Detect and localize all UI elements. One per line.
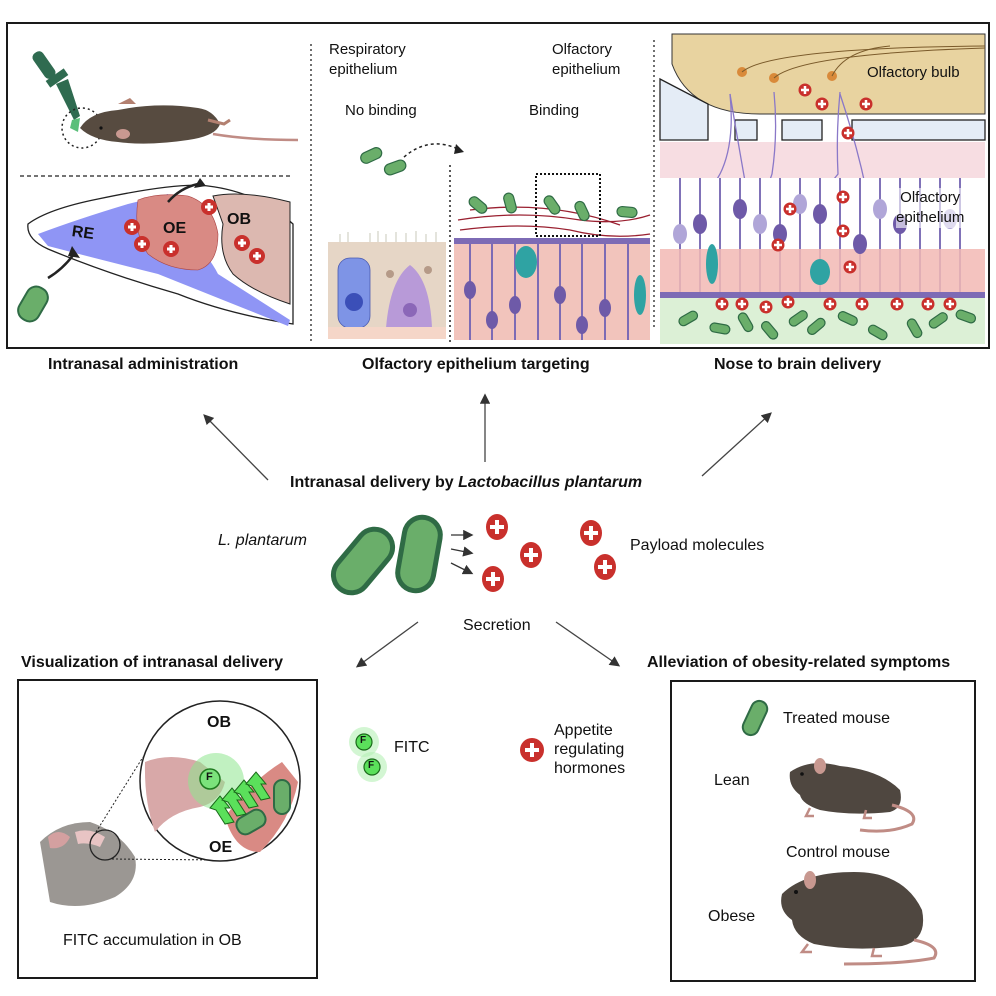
visualization-title: Visualization of intranasal delivery (21, 654, 284, 671)
lying-mouse-icon (80, 98, 299, 144)
bacterium-icon (17, 285, 49, 323)
caption-nose-to-brain-delivery: Nose to brain delivery (714, 356, 882, 373)
hormone-label-line3: hormones (554, 760, 626, 777)
epithelium-targeting-illustration (328, 143, 651, 342)
olfactory-label-line1: Olfactory (552, 41, 613, 58)
zoom-ob-label: OB (207, 714, 231, 731)
binding-label: Binding (529, 102, 580, 119)
fitc-accumulation-caption: FITC accumulation in OB (63, 932, 242, 949)
fitc-legend-icon (349, 727, 387, 782)
respiratory-epithelium-label: Respiratory epithelium (329, 40, 406, 80)
bacterium-icon (395, 514, 443, 594)
control-mouse-label: Control mouse (786, 844, 891, 861)
no-binding-label: No binding (345, 102, 417, 119)
lean-label: Lean (714, 772, 750, 789)
center-title-plain: Intranasal delivery by (290, 474, 459, 491)
epithelium-label-line2: epithelium (896, 209, 965, 226)
center-title-italic: Lactobacillus plantarum (458, 474, 643, 491)
lactobacillus-secretion-illustration (330, 514, 616, 596)
lean-mouse-icon (789, 758, 916, 833)
hormone-label-line2: regulating (554, 741, 625, 758)
arrow-to-alleviation (555, 621, 621, 667)
alleviation-title: Alleviation of obesity-related symptoms (647, 654, 951, 671)
payload-molecule-icon-group (715, 83, 957, 314)
intranasal-administration-illustration: RE OE OB (17, 44, 312, 344)
zoom-source-circle (89, 829, 121, 861)
panel-divider-right (653, 40, 655, 330)
secretion-label: Secretion (463, 617, 531, 634)
respiratory-label-line1: Respiratory (329, 41, 406, 58)
nasal-cavity-cross-section (27, 178, 294, 326)
treated-mouse-label: Treated mouse (783, 710, 891, 727)
fitc-visualization-illustration (40, 700, 301, 906)
arrow-to-visualization (355, 621, 419, 668)
re-label: RE (71, 223, 96, 243)
respiratory-label-line2: epithelium (329, 61, 398, 78)
olfactory-label-line2: epithelium (552, 61, 621, 78)
ob-label: OB (227, 211, 251, 228)
binding-zoom-box (535, 173, 601, 237)
arrow-to-intranasal-administration (203, 414, 269, 481)
l-plantarum-label: L. plantarum (218, 532, 307, 549)
arrow-to-nose-to-brain (701, 412, 772, 477)
obese-mouse-icon (781, 871, 938, 966)
hormone-legend-label: Appetite regulating hormones (554, 721, 625, 778)
zoom-oe-label: OE (209, 839, 233, 856)
zoom-magnified-circle (139, 700, 301, 862)
caption-intranasal-administration: Intranasal administration (48, 356, 239, 373)
fitc-legend-label: FITC (394, 739, 430, 756)
fitc-f-glyph-2: F (368, 760, 375, 771)
fitc-f-glyph-1: F (360, 735, 367, 746)
epithelium-label-line1: Olfactory (900, 189, 961, 206)
oe-label: OE (163, 220, 186, 237)
bacterium-icon (330, 526, 396, 596)
payload-molecules-label: Payload molecules (630, 537, 765, 554)
center-title: Intranasal delivery by Lactobacillus pla… (290, 474, 642, 492)
hormone-legend-icon (520, 738, 544, 762)
hormone-label-line1: Appetite (554, 722, 613, 739)
olfactory-bulb-label: Olfactory bulb (867, 64, 960, 81)
olfactory-epithelium-label-panel2: Olfactory epithelium (552, 40, 620, 80)
obese-label: Obese (708, 908, 756, 925)
treated-bacterium-icon (741, 699, 769, 737)
zoom-f-glyph: F (206, 771, 213, 783)
olfactory-epithelium-label-panel3: Olfactory epithelium (896, 188, 965, 228)
caption-olfactory-epithelium-targeting: Olfactory epithelium targeting (362, 356, 590, 373)
